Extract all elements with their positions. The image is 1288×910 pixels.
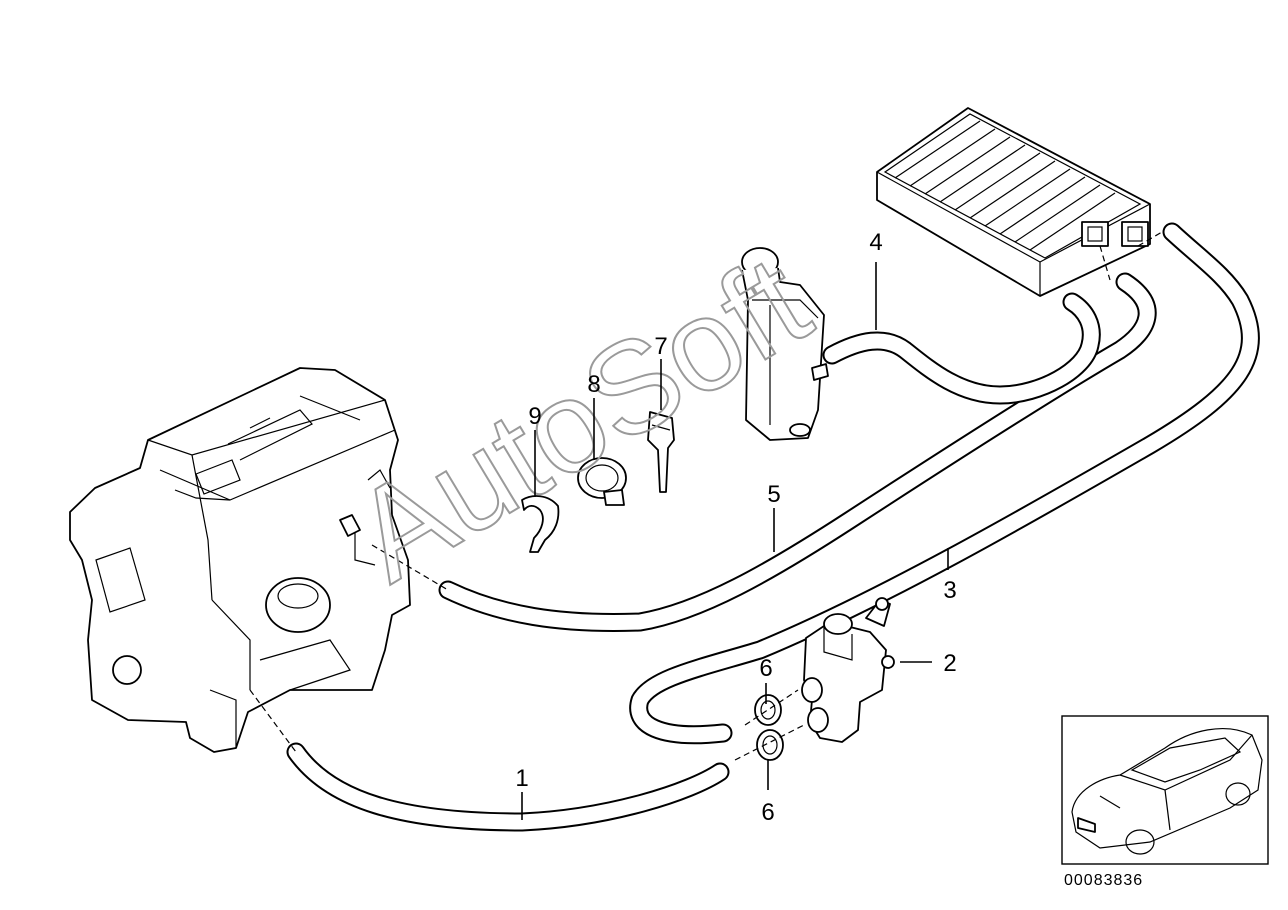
car-silhouette bbox=[1071, 728, 1263, 855]
heater-core bbox=[876, 107, 1151, 297]
hose-clamp-8 bbox=[577, 457, 627, 506]
hose-3 bbox=[629, 222, 1260, 745]
callout-8: 8 bbox=[587, 371, 600, 398]
hose-clamp-6-upper bbox=[754, 694, 782, 726]
callout-1: 1 bbox=[515, 765, 528, 792]
callout-6-lower: 6 bbox=[761, 799, 774, 826]
hose-clamp-6-lower bbox=[756, 729, 784, 761]
callout-3: 3 bbox=[943, 577, 956, 604]
hose-1 bbox=[286, 742, 730, 832]
vehicle-thumbnail bbox=[1061, 715, 1269, 865]
callout-9: 9 bbox=[528, 403, 541, 430]
alignment-lines bbox=[249, 231, 1163, 761]
callout-2: 2 bbox=[943, 650, 956, 677]
expansion-tank bbox=[741, 247, 829, 441]
clip-9 bbox=[521, 495, 560, 553]
water-valve-2 bbox=[801, 597, 895, 743]
callout-4: 4 bbox=[869, 229, 882, 256]
callout-5: 5 bbox=[767, 481, 780, 508]
clamp-7 bbox=[647, 411, 675, 493]
callouts: 1 2 3 4 5 6 6 7 8 9 bbox=[515, 229, 956, 826]
leader-lines bbox=[521, 262, 949, 820]
hose-4 bbox=[822, 292, 1101, 405]
hose-5 bbox=[438, 272, 1157, 633]
engine-block bbox=[69, 367, 411, 753]
heater-core-fins bbox=[894, 120, 1116, 251]
callout-6-upper: 6 bbox=[759, 655, 772, 682]
callout-7: 7 bbox=[654, 333, 667, 360]
diagram-id: 00083836 bbox=[1064, 872, 1143, 889]
